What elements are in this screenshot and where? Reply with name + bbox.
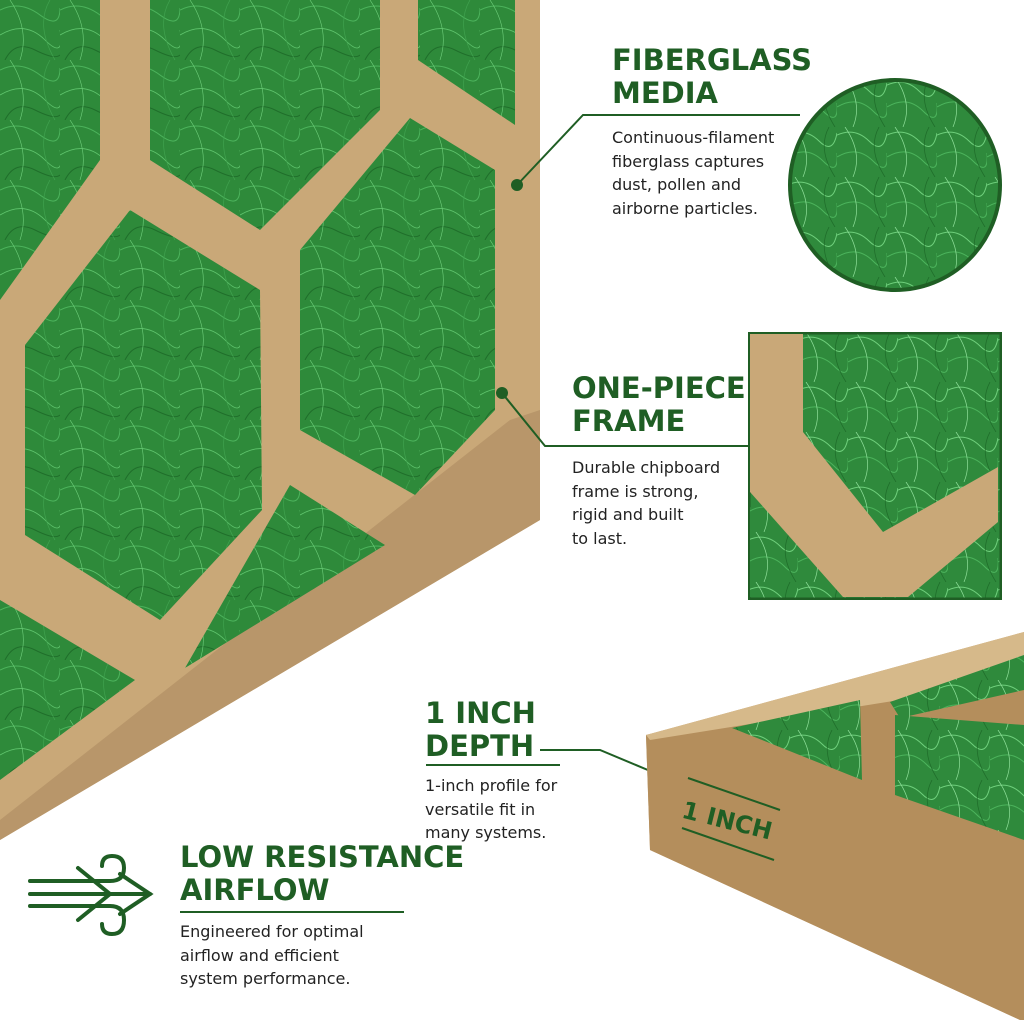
feature-title-low-resistance-airflow: LOW RESISTANCE AIRFLOW — [180, 840, 465, 907]
feature-title-fiberglass-media: FIBERGLASS MEDIA — [612, 43, 813, 110]
filter-edge-illustration — [646, 632, 1024, 1020]
feature-title-1-inch-depth: 1 INCH DEPTH — [425, 696, 536, 763]
fiber-texture-icon — [788, 78, 1002, 292]
feature-title-one-piece-frame: ONE-PIECE FRAME — [572, 371, 746, 438]
feature-desc-1-inch-depth: 1-inch profile for versatile fit in many… — [425, 776, 558, 842]
feature-desc-fiberglass-media: Continuous-filament fiberglass captures … — [612, 128, 775, 218]
feature-desc-one-piece-frame: Durable chipboard frame is strong, rigid… — [572, 458, 721, 548]
feature-desc-low-resistance-airflow: Engineered for optimal airflow and effic… — [180, 922, 364, 988]
airflow-wind-icon — [28, 853, 154, 937]
frame-corner-icon — [748, 332, 1002, 600]
filter-closeup-illustration — [0, 0, 540, 840]
